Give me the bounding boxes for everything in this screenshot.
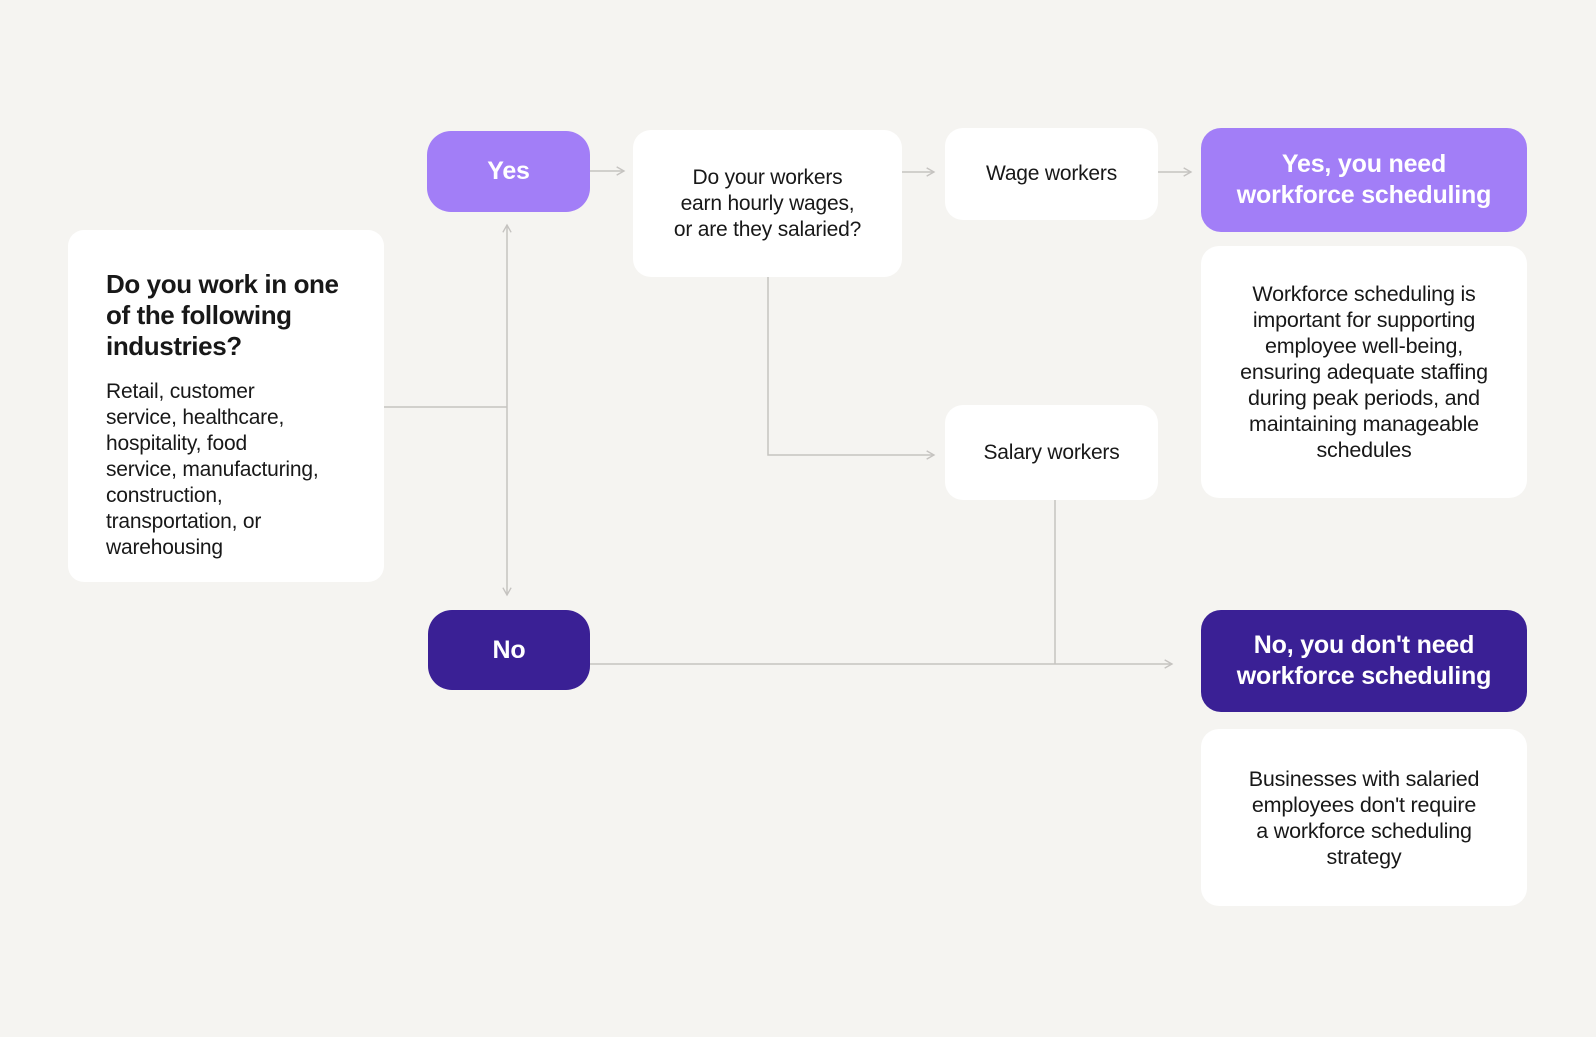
no-outcome-card: No, you don't need workforce scheduling <box>1201 610 1527 712</box>
worker-type-question-card: Do your workers earn hourly wages, or ar… <box>633 130 902 277</box>
no-outcome-title: No, you don't need workforce scheduling <box>1236 631 1492 690</box>
no-outcome-detail-card: Businesses with salaried employees don't… <box>1201 729 1527 906</box>
no-branch-node: No <box>428 610 590 690</box>
industry-question-card: Do you work in one of the following indu… <box>68 230 384 582</box>
industry-question-body: Retail, customer service, healthcare, ho… <box>106 380 319 559</box>
yes-outcome-detail-card: Workforce scheduling is important for su… <box>1201 246 1527 498</box>
salary-workers-card: Salary workers <box>945 405 1158 500</box>
yes-outcome-card: Yes, you need workforce scheduling <box>1201 128 1527 232</box>
no-branch-label: No <box>492 635 526 664</box>
wage-workers-card: Wage workers <box>945 128 1158 220</box>
yes-branch-node: Yes <box>427 131 590 212</box>
yes-outcome-title: Yes, you need workforce scheduling <box>1236 150 1492 209</box>
industry-question-title: Do you work in one of the following indu… <box>106 269 339 361</box>
wage-workers-label: Wage workers <box>985 162 1118 185</box>
connector-question-to-salary-arrow <box>767 277 936 460</box>
salary-workers-label: Salary workers <box>983 440 1120 464</box>
worker-type-question-text: Do your workers earn hourly wages, or ar… <box>673 165 862 241</box>
no-outcome-description: Businesses with salaried employees don't… <box>1248 766 1480 869</box>
yes-outcome-description: Workforce scheduling is important for su… <box>1240 282 1488 462</box>
yes-branch-label: Yes <box>487 157 530 185</box>
